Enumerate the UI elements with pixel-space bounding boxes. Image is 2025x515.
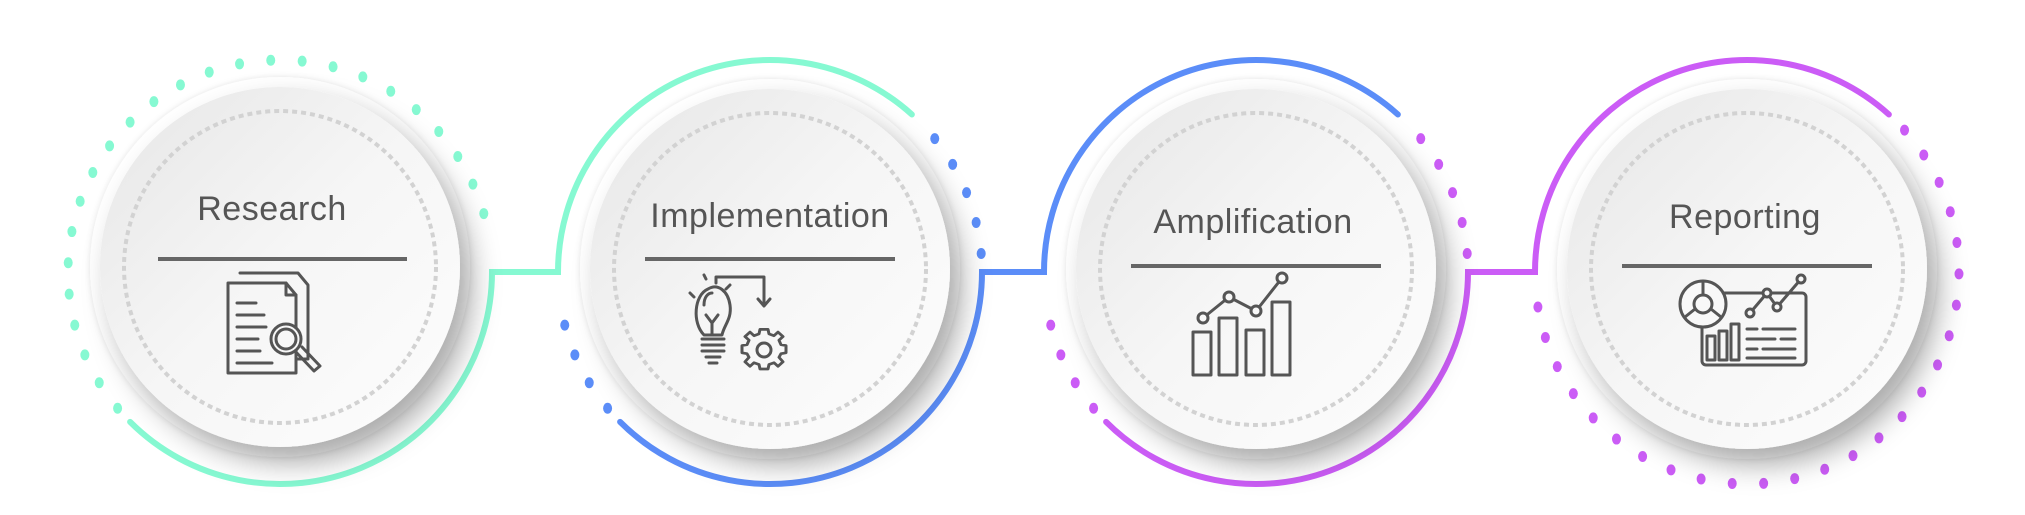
ring-dot	[105, 140, 115, 152]
dashed-ring	[122, 109, 438, 425]
ring-dot	[603, 402, 613, 414]
ring-dot	[1727, 477, 1737, 489]
ring-dot	[1933, 359, 1943, 371]
ring-dot	[1056, 349, 1066, 361]
ring-dot	[1568, 388, 1578, 400]
ring-dot	[1820, 463, 1830, 475]
ring-dot	[1934, 176, 1944, 188]
ring-dot	[149, 96, 159, 108]
ring-dot	[88, 166, 98, 178]
ring-dot	[1046, 319, 1056, 331]
bar-line-chart-icon	[1191, 271, 1292, 377]
ring-dot	[1638, 451, 1648, 463]
dashed-ring	[1589, 111, 1905, 427]
ring-dot	[125, 116, 135, 128]
ring-dot	[584, 377, 594, 389]
ring-dot	[1759, 477, 1769, 489]
ring-dot	[1540, 332, 1550, 344]
ring-dot	[1952, 236, 1962, 248]
ring-dot	[75, 195, 85, 207]
connector-arc-2	[617, 56, 1401, 487]
ring-dot	[1462, 248, 1472, 260]
connector-lines	[127, 56, 1892, 488]
step-title: Reporting	[1669, 198, 1821, 236]
ring-dot	[1666, 464, 1676, 476]
ring-dot	[94, 377, 104, 389]
document-search-icon	[226, 271, 322, 375]
step-title: Research	[197, 190, 347, 228]
ring-dot	[1434, 158, 1444, 170]
step-title: Implementation	[650, 197, 889, 235]
disc	[590, 89, 950, 449]
ring-dot	[468, 178, 478, 190]
ring-dot	[1611, 433, 1621, 445]
ring-dot	[1696, 473, 1706, 485]
dotted-rings	[63, 54, 1964, 489]
step-amplification: Amplification	[1066, 79, 1446, 459]
ring-dot	[1448, 187, 1458, 199]
ring-dot	[976, 248, 986, 260]
disc	[1076, 89, 1436, 449]
ring-dot	[386, 85, 396, 97]
ring-dot	[64, 288, 74, 300]
ring-dot	[479, 208, 489, 220]
ring-dot	[1790, 473, 1800, 485]
ring-dot	[1897, 411, 1907, 423]
ring-dot	[67, 226, 77, 238]
connector-arc-3	[1103, 56, 1892, 488]
ring-dot	[63, 257, 73, 269]
ring-dot	[1954, 268, 1964, 280]
ring-dot	[80, 349, 90, 361]
dashed-ring	[1098, 111, 1414, 427]
ring-dot	[1588, 412, 1598, 424]
dashed-ring	[612, 111, 928, 427]
ring-dot	[1917, 386, 1927, 398]
ring-dot	[1874, 432, 1884, 444]
ring-dot	[930, 133, 940, 145]
ring-dot	[113, 402, 123, 414]
step-reporting: Reporting	[1557, 79, 1937, 459]
ring-dot	[204, 66, 214, 78]
ring-dot	[1951, 299, 1961, 311]
connector-arc-1	[127, 57, 915, 487]
ring-dot	[453, 151, 463, 163]
ring-dot	[570, 349, 580, 361]
ring-dot	[70, 319, 80, 331]
step-implementation: Implementation	[580, 79, 960, 459]
ring-dot	[358, 71, 368, 83]
ring-dot	[235, 58, 245, 70]
step-research: Research	[90, 77, 470, 457]
ring-dot	[328, 61, 338, 73]
ring-dot	[560, 319, 570, 331]
ring-dot	[175, 79, 185, 91]
disc	[1567, 89, 1927, 449]
ring-dot	[962, 187, 972, 199]
ring-dot	[1089, 402, 1099, 414]
ring-dot	[1533, 301, 1543, 313]
ring-dot	[1900, 124, 1910, 136]
ring-dot	[971, 217, 981, 229]
ring-dot	[1416, 133, 1426, 145]
ring-dot	[434, 126, 444, 138]
lightbulb-gear-icon	[688, 273, 788, 371]
ring-dot	[1944, 330, 1954, 342]
ring-dot	[1848, 450, 1858, 462]
ring-dot	[1070, 377, 1080, 389]
ring-dot	[1945, 206, 1955, 218]
step-title: Amplification	[1153, 203, 1352, 241]
dashboard-report-icon	[1678, 273, 1808, 367]
disc	[100, 87, 460, 447]
ring-dot	[266, 54, 276, 66]
ring-dot	[1919, 149, 1929, 161]
ring-dot	[297, 55, 307, 67]
ring-dot	[948, 158, 958, 170]
ring-dot	[1552, 361, 1562, 373]
ring-dot	[1457, 217, 1467, 229]
ring-dot	[411, 104, 421, 116]
